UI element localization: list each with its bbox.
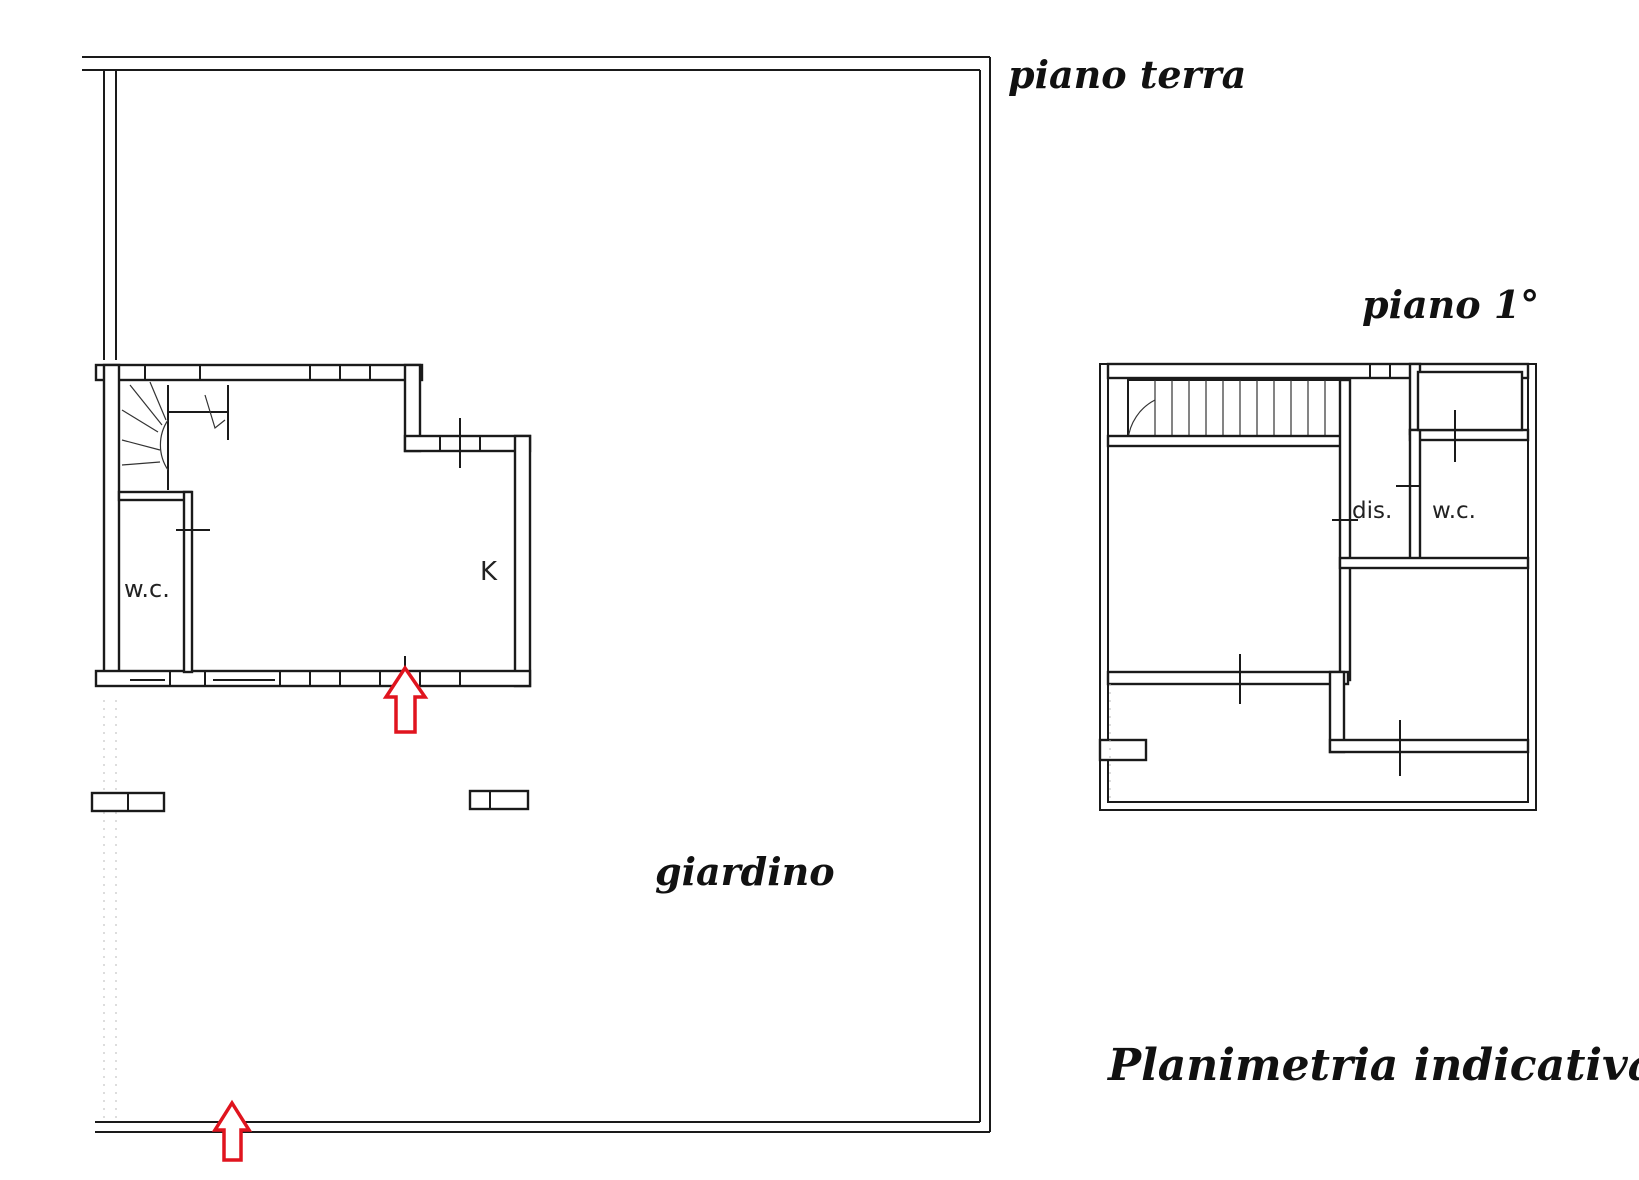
first-floor-plan: dis. w.c. [1098,362,1537,811]
up-arrow-icon [211,1099,253,1162]
kitchen-label: K [480,557,498,587]
garden-boundary [82,56,991,1133]
up-arrow-icon [382,664,429,734]
dis-label: dis. [1352,498,1392,524]
plan-title: Planimetria indicativa [1106,1040,1639,1091]
stair-icon [1127,379,1351,441]
pillar-right [468,789,530,811]
first-floor-title: piano 1° [1362,282,1539,327]
ground-floor-title: piano terra [1008,52,1246,97]
ground-floor-plan: K w.c. [82,56,991,1162]
house-walls-ground [94,363,532,700]
wc-first-label: w.c. [1432,498,1476,524]
garden-label: giardino [655,849,835,894]
spiral-stair-icon [121,381,226,471]
wc-ground-label: w.c. [124,575,170,603]
